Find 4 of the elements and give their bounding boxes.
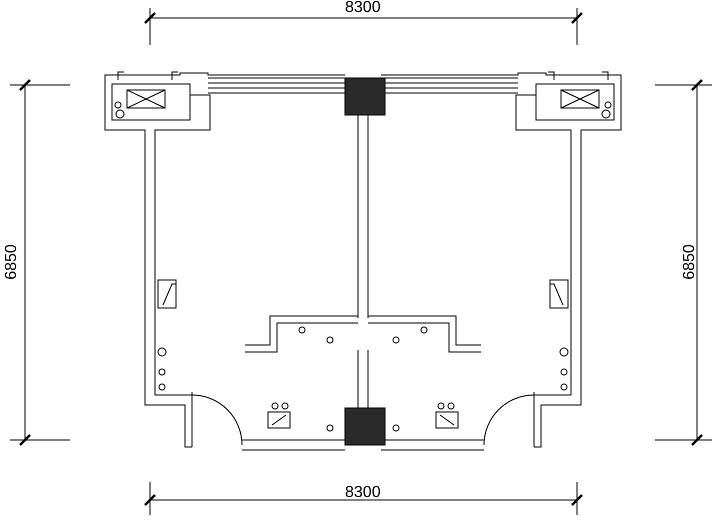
dimension-label: 8300 bbox=[345, 485, 381, 501]
dimension-label: 6850 bbox=[4, 244, 20, 280]
dimension-label: 6850 bbox=[682, 244, 698, 280]
dimension-label: 8300 bbox=[345, 0, 381, 16]
